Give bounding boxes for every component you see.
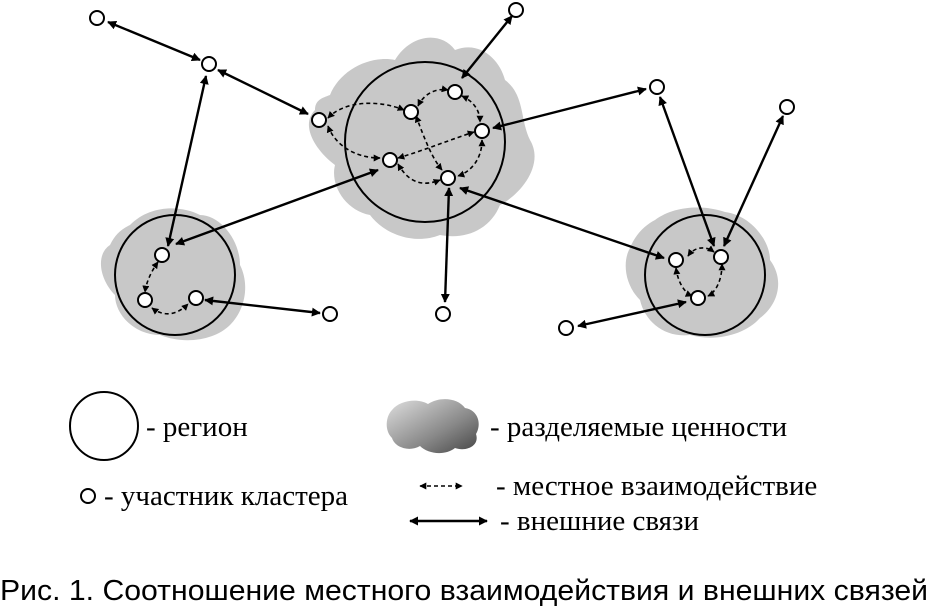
cluster-member-node: [201, 56, 217, 72]
cluster-member-node: [779, 99, 795, 115]
cluster-member-node: [474, 123, 490, 139]
cluster-member-node: [649, 79, 665, 95]
local-link: [327, 102, 405, 119]
legend-region-icon: [69, 391, 139, 461]
cluster-member-node: [440, 170, 456, 186]
cluster-members: [89, 2, 795, 336]
external-link: [492, 86, 647, 131]
cluster-member-node: [713, 249, 729, 265]
cluster-member-node: [668, 252, 684, 268]
shared-values-blob-right: [625, 207, 779, 338]
legend-external-label: - внешние связи: [500, 505, 699, 537]
cluster-member-node: [382, 152, 398, 168]
cluster-member-node: [188, 290, 204, 306]
legend-local-label: - местное взаимодействие: [496, 470, 817, 502]
cluster-member-node: [89, 10, 105, 26]
external-link: [217, 68, 309, 116]
cluster-member-node: [403, 104, 419, 120]
local-link: [457, 139, 486, 178]
local-link: [142, 261, 159, 293]
local-link: [417, 85, 449, 107]
local-links: [142, 85, 726, 315]
external-link: [461, 15, 513, 79]
local-link: [707, 263, 726, 297]
cluster-member-node: [154, 247, 170, 263]
external-link: [175, 168, 379, 246]
external-link: [722, 115, 785, 247]
external-link: [440, 187, 454, 303]
external-links: [107, 15, 785, 329]
legend-member-icon: [80, 488, 96, 504]
local-link: [461, 95, 484, 123]
local-link: [687, 245, 715, 257]
figure-caption: Рис. 1. Соотношение местного взаимодейст…: [0, 575, 928, 607]
external-link: [165, 75, 209, 247]
external-link: [577, 299, 687, 329]
cluster-member-node: [137, 292, 153, 308]
legend-shared-values-label: - разделяемые ценности: [490, 411, 787, 443]
cluster-member-node: [447, 84, 463, 100]
local-link: [326, 125, 381, 162]
external-link: [204, 296, 321, 317]
cluster-member-node: [558, 320, 574, 336]
local-link: [673, 267, 693, 297]
legend-shared-values-icon: [386, 399, 479, 454]
legend: - регион - разделяемые ценности - участн…: [69, 391, 817, 537]
local-link: [151, 303, 189, 315]
cluster-member-node: [322, 306, 338, 322]
cluster-member-node: [435, 306, 451, 322]
external-link: [107, 20, 201, 62]
cluster-member-node: [311, 112, 327, 128]
cluster-member-node: [690, 290, 706, 306]
external-link: [658, 96, 716, 247]
legend-member-label: - участник кластера: [104, 480, 348, 512]
external-link: [459, 186, 665, 260]
shared-values-blob-center: [308, 37, 535, 239]
cluster-member-node: [508, 2, 524, 18]
legend-region-label: - регион: [146, 411, 248, 443]
